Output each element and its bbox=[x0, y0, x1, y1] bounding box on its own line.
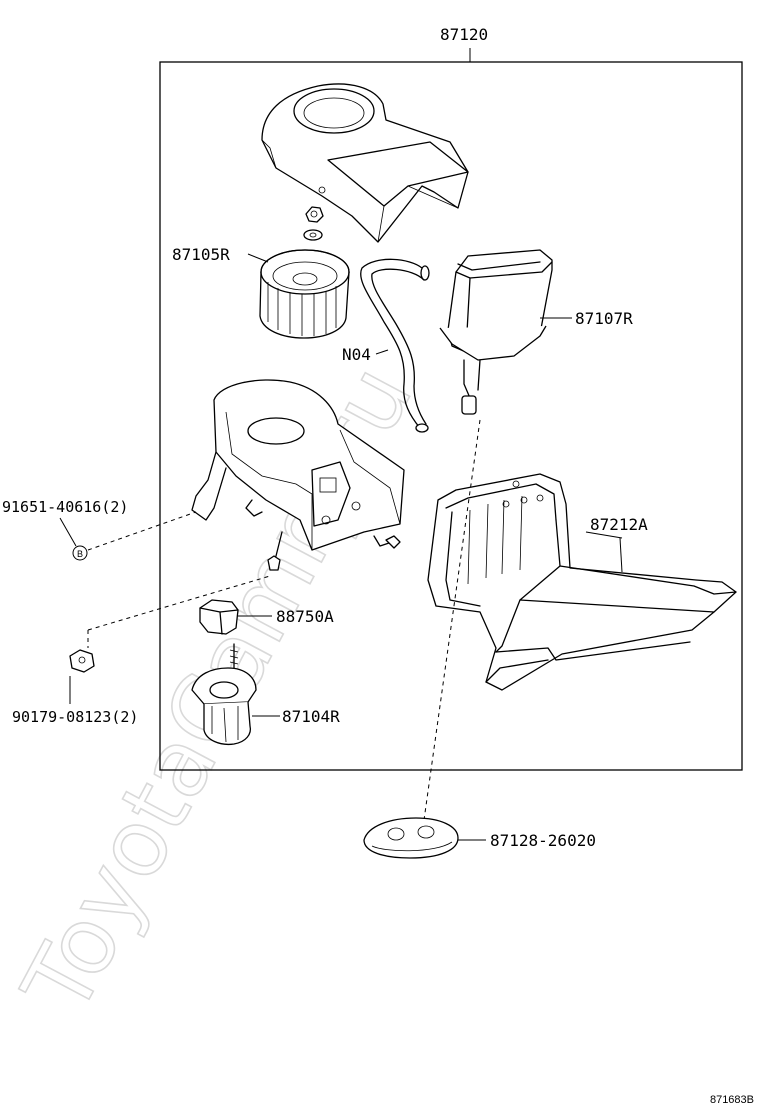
grommet-part bbox=[363, 817, 459, 859]
upper-case-part bbox=[261, 83, 469, 243]
assembly-frame bbox=[159, 61, 743, 771]
relay-part bbox=[199, 599, 239, 635]
label-hose[interactable]: N04 bbox=[342, 345, 371, 364]
hose-part bbox=[360, 258, 430, 433]
duct-part bbox=[427, 473, 737, 691]
blower-fan-part bbox=[259, 249, 350, 339]
nut-and-washer bbox=[303, 206, 324, 241]
label-grommet[interactable]: 87128-26020 bbox=[490, 831, 596, 850]
label-nut[interactable]: 90179-08123(2) bbox=[12, 708, 138, 726]
lower-case-part bbox=[191, 379, 405, 571]
nut-part bbox=[69, 649, 95, 673]
label-assembly[interactable]: 87120 bbox=[440, 25, 488, 44]
bolt-marker-circle bbox=[72, 545, 88, 561]
label-motor[interactable]: 87104R bbox=[282, 707, 340, 726]
label-duct[interactable]: 87212A bbox=[590, 515, 648, 534]
label-relay[interactable]: 88750A bbox=[276, 607, 334, 626]
motor-part bbox=[191, 643, 257, 746]
bolt-marker-letter: B bbox=[77, 549, 83, 559]
label-blower-fan[interactable]: 87105R bbox=[172, 245, 230, 264]
diagram-code: 871683B bbox=[709, 1094, 754, 1106]
label-bolt[interactable]: 91651-40616(2) bbox=[2, 498, 128, 516]
filter-case-part bbox=[439, 249, 553, 415]
label-filter-case[interactable]: 87107R bbox=[575, 309, 633, 328]
